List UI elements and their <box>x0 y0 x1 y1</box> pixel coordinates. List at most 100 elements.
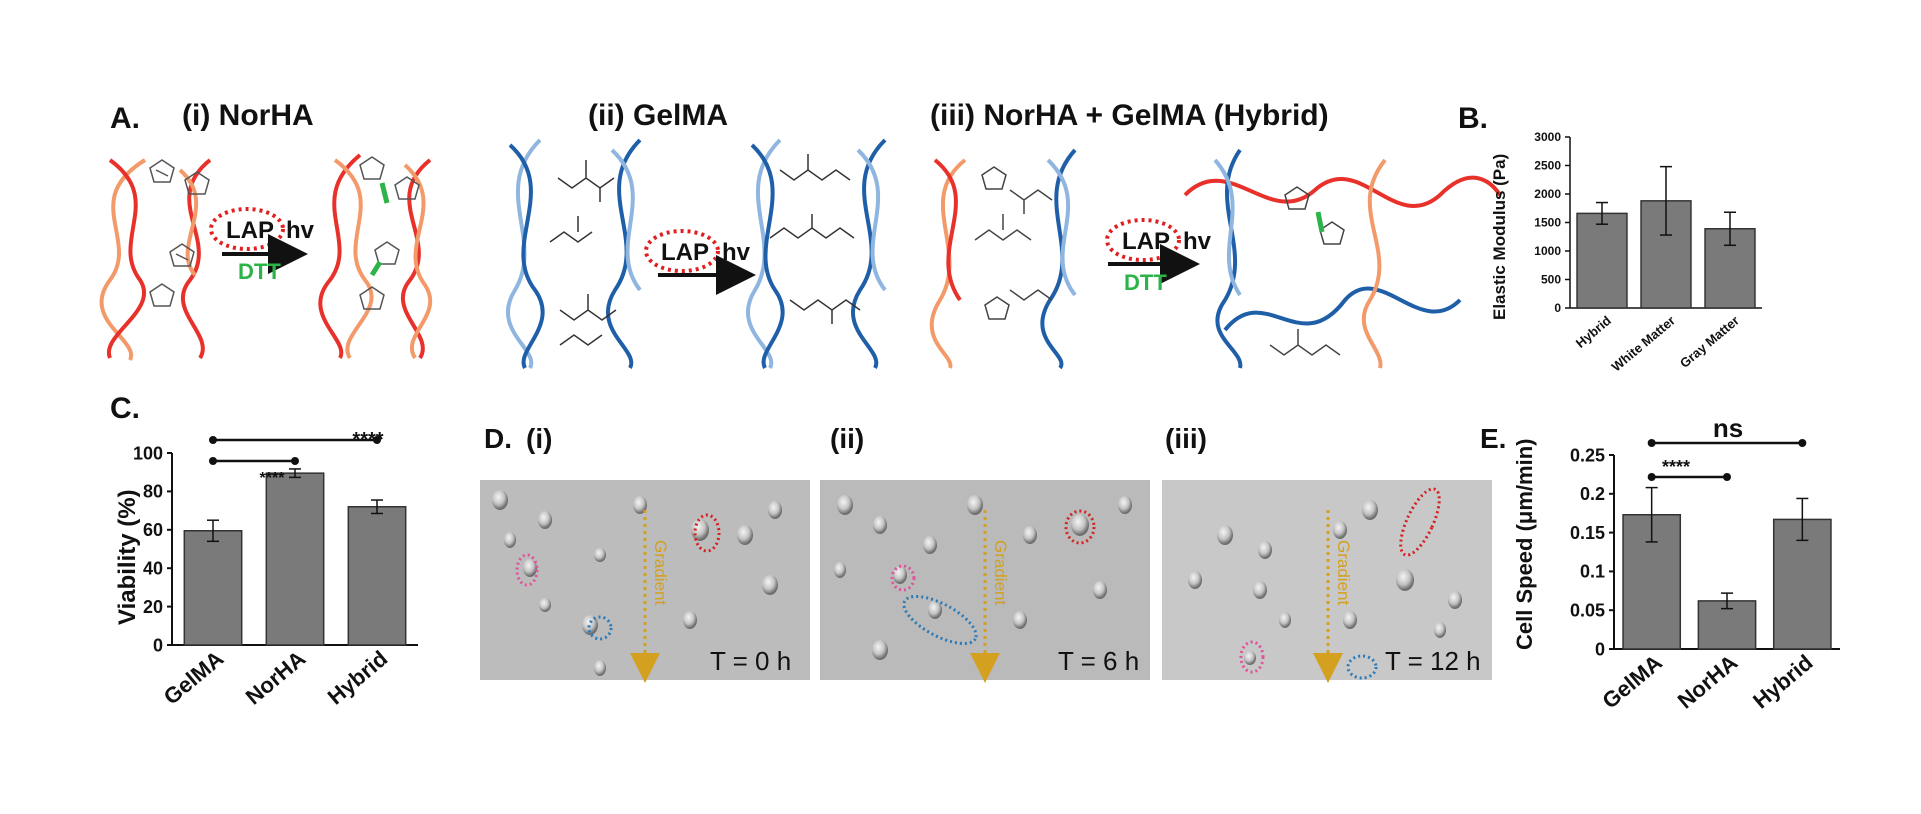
lap-label: LAP <box>226 217 274 244</box>
significance-endpoint <box>209 436 217 444</box>
panel-a: A. (i) NorHA (ii) GelMA (iii) NorHA + Ge… <box>99 99 1502 370</box>
panel-e-label: E. <box>1480 423 1506 454</box>
lap-circle <box>209 207 285 251</box>
crosslinks-after <box>359 156 420 310</box>
norha-chains-before <box>99 158 212 361</box>
panel-d-label: D. <box>484 423 512 454</box>
x-tick-label: Hybrid <box>1748 650 1817 714</box>
panel-e-y-axis-title: Cell Speed (μm/min) <box>1512 439 1537 651</box>
gelma-chains-after <box>746 138 887 369</box>
significance-endpoint <box>373 436 381 444</box>
tracked-cell-pink <box>515 553 539 587</box>
panel-a-sub-iii-title: (iii) NorHA + GelMA (Hybrid) <box>930 99 1329 132</box>
panel-c-label: C. <box>110 392 140 425</box>
reaction-reagents-ii: LAP hv <box>644 229 756 295</box>
tracked-cell-red <box>693 513 721 553</box>
y-tick-label: 80 <box>143 482 163 502</box>
significance-label: **** <box>260 470 286 487</box>
time-label-12: T = 12 h <box>1385 646 1481 676</box>
gradient-label: Gradient <box>651 540 670 605</box>
time-label-0: T = 0 h <box>710 646 791 676</box>
methacrylate-crosslinks-after <box>769 154 861 324</box>
x-tick-label: GelMA <box>159 646 229 710</box>
x-tick-label: GelMA <box>1597 650 1667 714</box>
tracked-cell-pink <box>1239 640 1265 674</box>
dtt-label: DTT <box>238 259 281 284</box>
micrograph-t0: Gradient T = 0 h <box>480 480 810 683</box>
tracked-cell-blue <box>1346 654 1378 680</box>
panel-a-label: A. <box>110 102 140 135</box>
reaction-reagents-iii: LAP hv DTT <box>1105 218 1212 295</box>
x-tick-label: Hybrid <box>1573 313 1614 351</box>
panel-d-sub-ii-title: (ii) <box>830 423 864 454</box>
significance-endpoint <box>291 457 299 465</box>
significance-label: **** <box>352 429 383 451</box>
significance-endpoint <box>209 457 217 465</box>
tracked-cell-blue <box>902 595 978 645</box>
significance-label: ns <box>1713 413 1743 443</box>
y-tick-label: 0 <box>153 635 163 655</box>
lap-label: LAP <box>661 239 709 266</box>
cells <box>834 495 1132 660</box>
bar-norha <box>265 472 325 646</box>
norha-chains-after <box>318 153 433 360</box>
hybrid-chains-before <box>929 148 1077 370</box>
hybrid-groups-before <box>974 166 1053 320</box>
x-tick-label: Gray Matter <box>1677 313 1742 371</box>
panel-b: B. Elastic Modulus (Pa) 0500100015002000… <box>1458 102 1762 374</box>
y-tick-label: 60 <box>143 520 163 540</box>
hybrid-crosslinks-after <box>1269 186 1345 356</box>
x-tick-label: NorHA <box>1673 650 1743 714</box>
dtt-label: DTT <box>1124 270 1167 295</box>
y-tick-label: 0.05 <box>1570 601 1605 621</box>
significance-label: **** <box>1662 457 1690 477</box>
significance-endpoint <box>1647 473 1656 481</box>
significance-endpoint <box>1798 439 1807 447</box>
panel-a-sub-ii-title: (ii) GelMA <box>588 99 728 132</box>
gradient-label: Gradient <box>1334 540 1353 605</box>
significance-endpoint <box>1723 473 1731 481</box>
panel-d: D. (i) (ii) (iii) <box>480 423 1492 683</box>
reaction-reagents-i: LAP hv DTT <box>209 207 315 284</box>
panel-b-y-axis-title: Elastic Modulus (Pa) <box>1490 154 1509 320</box>
micrograph-t6: Gradient T = 6 h <box>820 480 1150 683</box>
y-tick-label: 0.1 <box>1580 562 1605 582</box>
y-tick-label: 0.2 <box>1580 484 1605 504</box>
tracked-cell-pink <box>890 564 916 592</box>
y-tick-label: 40 <box>143 559 163 579</box>
panel-d-sub-iii-title: (iii) <box>1165 423 1207 454</box>
lap-label: LAP <box>1122 228 1170 255</box>
norbornene-groups-before <box>149 159 210 307</box>
x-tick-label: NorHA <box>241 646 311 710</box>
hv-label: hv <box>286 217 315 244</box>
cells <box>1188 500 1462 665</box>
y-tick-label: 1000 <box>1534 244 1561 258</box>
y-tick-label: 100 <box>133 443 163 463</box>
panel-c-y-axis-title: Viability (%) <box>114 489 141 625</box>
y-tick-label: 500 <box>1541 273 1561 287</box>
tracked-cell-red <box>1399 487 1441 557</box>
bar-hybrid <box>347 506 407 646</box>
y-tick-label: 0.15 <box>1570 523 1605 543</box>
y-tick-label: 3000 <box>1534 130 1561 144</box>
x-tick-label: Hybrid <box>323 646 392 710</box>
y-tick-label: 0.25 <box>1570 445 1605 465</box>
significance-endpoint <box>1647 439 1656 447</box>
y-tick-label: 0 <box>1554 301 1561 315</box>
hv-label: hv <box>722 239 751 266</box>
hybrid-chains-after <box>1183 148 1502 369</box>
cells <box>492 490 782 676</box>
methacrylate-groups-before <box>549 160 617 346</box>
y-tick-label: 2000 <box>1534 187 1561 201</box>
panel-b-label: B. <box>1458 102 1488 135</box>
micrograph-t12: Gradient T = 12 h <box>1162 480 1492 683</box>
gradient-label: Gradient <box>991 540 1010 605</box>
bar-hybrid <box>1576 212 1628 309</box>
hv-label: hv <box>1183 228 1212 255</box>
tracked-cell-blue <box>587 615 613 641</box>
y-tick-label: 0 <box>1595 639 1605 659</box>
